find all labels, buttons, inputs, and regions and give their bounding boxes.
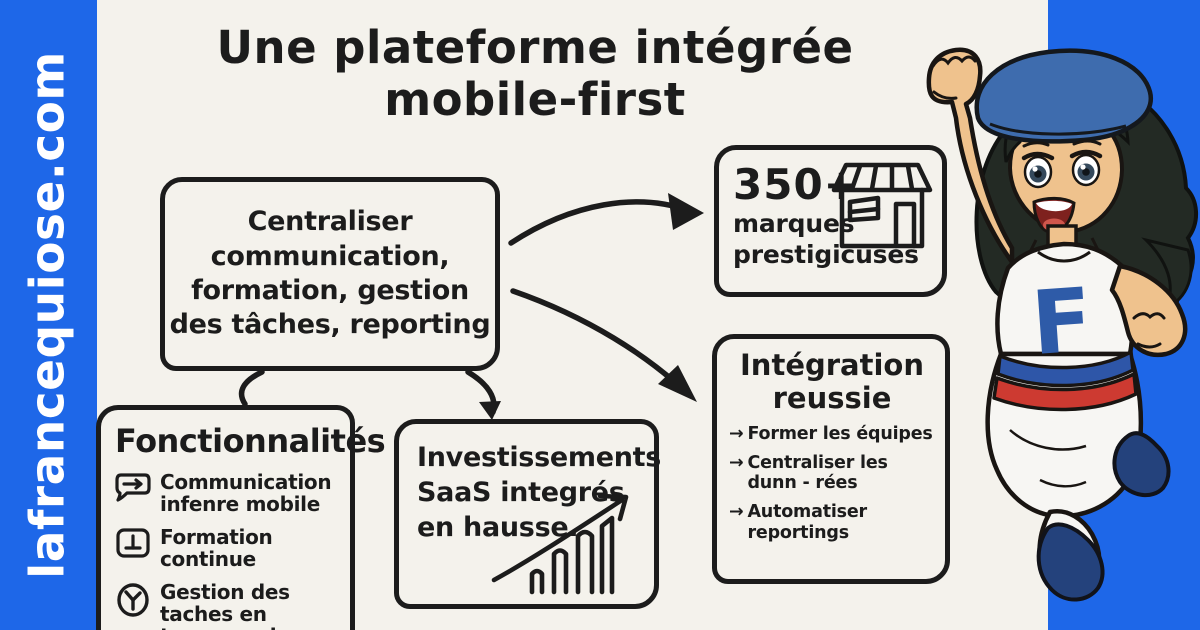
brands-label-1: marques [733,209,855,238]
integration-item: → Automatiser reportings [729,502,935,542]
integration-item: → Former les équipes [729,424,935,444]
arrowhead [668,193,704,230]
integration-title-line1: Intégration [740,348,924,382]
integration-box: Intégration reussie → Former les équipes… [712,334,950,584]
brands-box: 350+ marques prestigicuses [714,145,947,297]
feature-item: Communication infenre mobile [115,471,340,515]
arrow-central-to-brands [508,199,693,246]
feature-item-text: Gestion des taches en temps resi [160,580,290,630]
arrow-bullet: → [729,453,744,474]
investments-box: Investissements SaaS integrés en hausse. [394,419,662,609]
arrow-bullet: → [729,502,744,523]
feature-item: Gestion des taches en temps resi [115,581,340,630]
arrow-bullet: → [729,424,744,445]
arrowhead [658,365,697,402]
central-line: Centraliser [247,206,413,238]
connector-central-to-features [238,369,265,407]
title-line-2: mobile-first [384,73,686,127]
central-box: Centraliser communication, formation, ge… [160,177,500,371]
right-blue-band [1048,0,1200,630]
integration-title-line2: reussie [772,381,892,416]
feature-item-text: Formation continue [160,525,273,571]
integration-item-text: Centraliser les dunn - rées [747,453,888,494]
clock-icon [117,583,149,617]
title-line-1: Une plateforme intégrée [216,21,854,74]
central-line: des tâches, reporting [169,309,491,341]
integration-item: → Centraliser les dunn - rées [729,453,935,493]
integration-item-text: Former les équipes [747,424,933,445]
arrow-central-to-integration [510,288,691,397]
arrowhead [479,401,501,420]
storefront-icon [831,162,933,249]
investments-line: en hausse. [417,512,579,544]
page-title: Une plateforme intégrée mobile-first [150,21,920,127]
site-url: lafrancequiose.com [20,51,76,579]
fist-knuckles [931,55,977,100]
left-blue-band [0,0,97,630]
integration-title: Intégration reussie [729,348,935,416]
features-title: Fonctionnalités [115,422,386,460]
features-box: Fonctionnalités Communication infenre mo… [96,405,386,630]
investments-line: Investissements [417,442,662,473]
central-line: communication, [210,240,450,272]
growth-chart-icon [491,493,629,595]
investments-line: SaaS integrés [417,477,625,509]
connector-central-to-investments [465,369,497,415]
integration-item-text: Automatiser reportings [747,502,867,543]
central-line: formation, gestion [191,275,469,306]
feature-item: Formation continue [115,526,340,570]
chat-bubble-icon [115,473,151,502]
feature-item-text: Communication infenre mobile [160,470,332,516]
formation-icon [116,528,150,558]
